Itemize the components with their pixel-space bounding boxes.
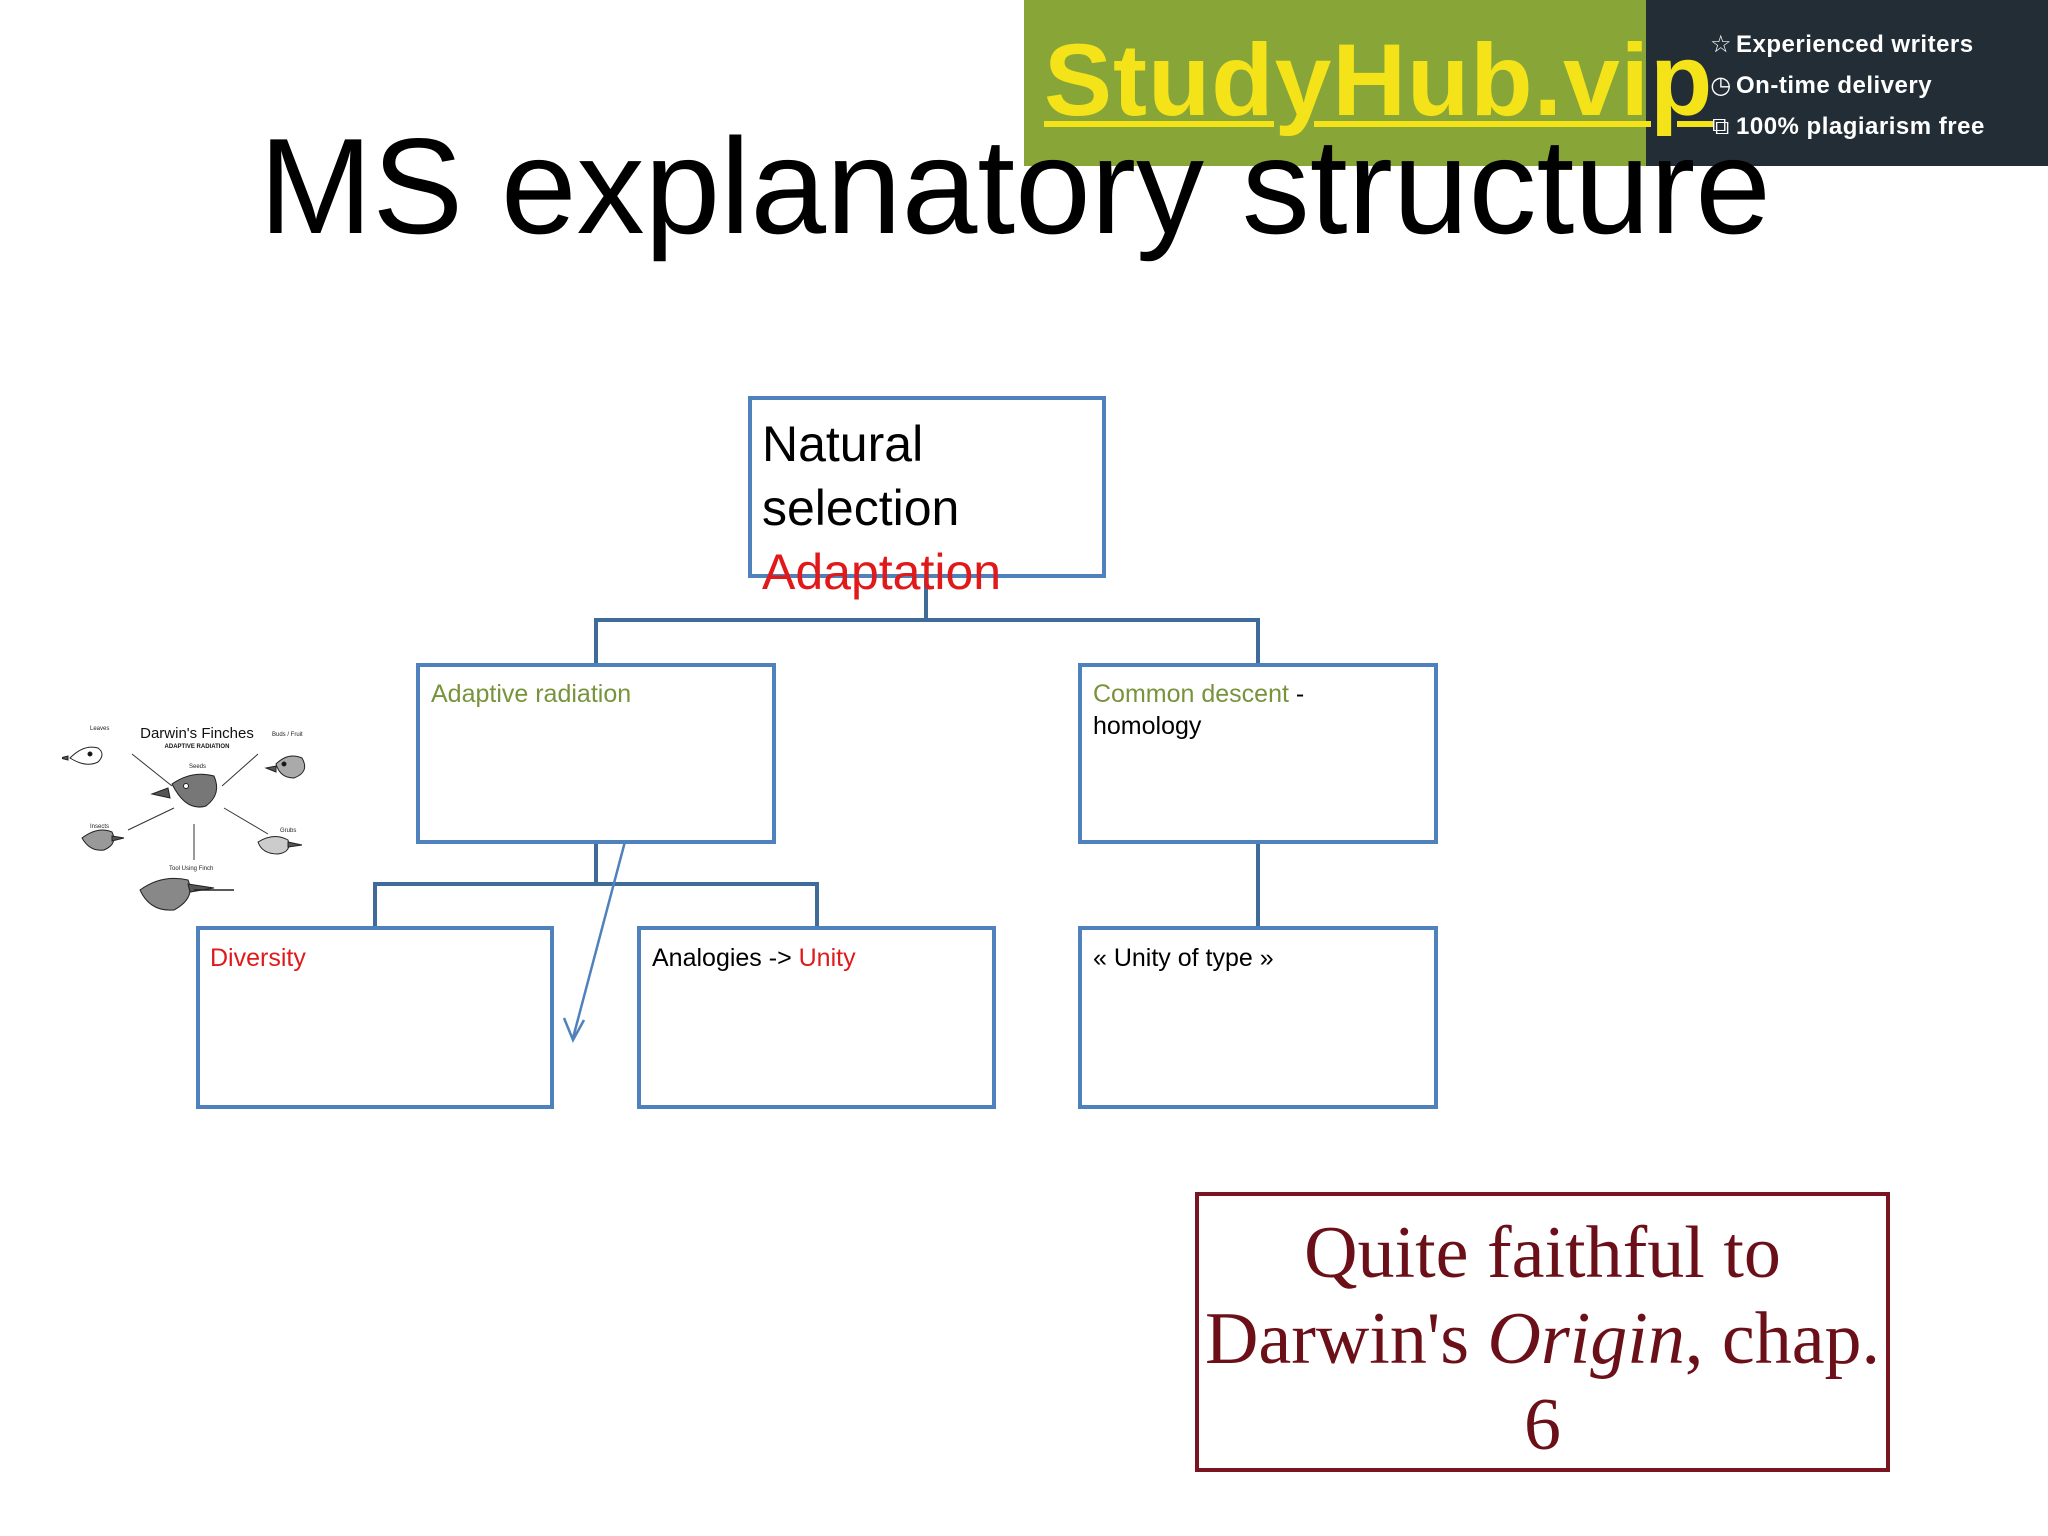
unity-of-type-box	[1078, 926, 1438, 1109]
clock-icon: ◷	[1710, 72, 1732, 99]
svg-text:Tool Using Finch: Tool Using Finch	[169, 866, 213, 872]
natural-selection-box	[748, 396, 1106, 578]
quote-box: Quite faithful to Darwin's Origin, chap.…	[1195, 1192, 1890, 1472]
common-descent-label: Common descent - homology	[1093, 680, 1305, 740]
svg-text:ADAPTIVE RADIATION: ADAPTIVE RADIATION	[165, 744, 230, 750]
adaptation-label: Adaptation	[762, 544, 1002, 600]
banner-background	[1024, 0, 1648, 166]
star-icon: ☆	[1710, 31, 1733, 58]
darwins-finches-illustration: Darwin's Finches ADAPTIVE RADIATION Leav…	[62, 725, 306, 911]
diversity-label: Diversity	[210, 944, 306, 972]
svg-text:Leaves: Leaves	[90, 726, 109, 732]
quote-text: Quite faithful to Darwin's Origin, chap.…	[1204, 1212, 1881, 1466]
svg-text:Grubs: Grubs	[280, 828, 296, 834]
analogies-label: Analogies -> Unity	[652, 944, 856, 972]
studyhub-logo[interactable]: StudyHub.vip	[1044, 23, 1714, 137]
common-descent-box	[1078, 663, 1438, 844]
svg-text:Darwin's Finches: Darwin's Finches	[140, 725, 254, 742]
feature-on-time-delivery: ◷On-time delivery	[1710, 72, 1933, 99]
copy-icon: ⧉	[1712, 113, 1730, 140]
feature-plagiarism-free: ⧉100% plagiarism free	[1710, 113, 1985, 141]
feature-experienced-writers: ☆Experienced writers	[1710, 31, 1974, 58]
diversity-box	[196, 926, 554, 1109]
banner-feature-panel	[1648, 0, 2048, 166]
analogies-box	[637, 926, 996, 1109]
svg-text:Buds / Fruit: Buds / Fruit	[272, 732, 303, 738]
slide-title: MS explanatory structure	[259, 110, 1771, 262]
adaptive-radiation-box	[416, 663, 776, 844]
adaptive-radiation-label: Adaptive radiation	[431, 680, 632, 708]
origin-title: Origin	[1487, 1298, 1685, 1380]
unity-of-type-label: « Unity of type »	[1093, 944, 1274, 972]
svg-text:Seeds: Seeds	[189, 764, 206, 770]
svg-text:Insects: Insects	[90, 824, 109, 830]
natural-selection-text: Natural selection Adaptation	[762, 412, 1001, 604]
